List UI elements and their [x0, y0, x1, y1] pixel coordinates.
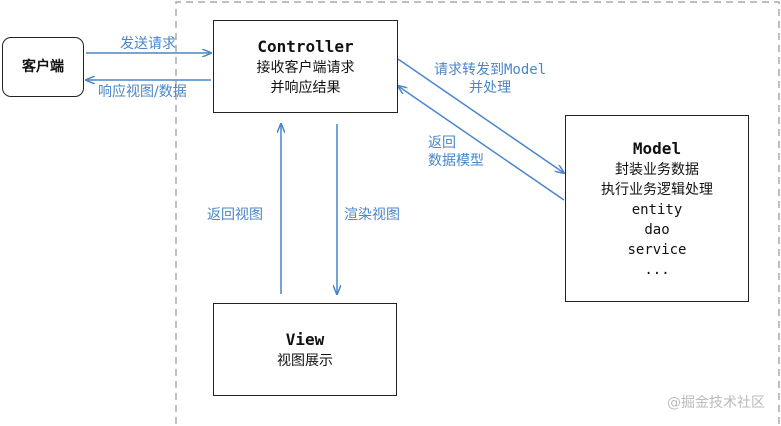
watermark: @掘金技术社区 [667, 395, 765, 411]
server-boundary [175, 1, 780, 424]
label-return-model-line1: 返回 [428, 135, 456, 151]
label-forward-to-model: 请求转发到Model 并处理 [434, 61, 546, 97]
view-line-1: 视图展示 [277, 352, 333, 369]
controller-title: Controller [257, 36, 354, 56]
label-forward-line1-prefix: 请求转发到 [434, 62, 504, 78]
view-node: View 视图展示 [213, 303, 397, 396]
controller-line-1: 接收客户端请求 [256, 59, 355, 76]
model-node: Model 封装业务数据 执行业务逻辑处理 entity dao service… [565, 115, 749, 302]
arrow-return-model [398, 86, 565, 201]
client-title: 客户端 [22, 59, 64, 75]
label-send-request: 发送请求 [120, 36, 176, 52]
label-render-view: 渲染视图 [344, 207, 400, 223]
model-ellipsis: ... [644, 261, 670, 278]
label-respond: 响应视图/数据 [98, 84, 187, 100]
model-entity: entity [631, 201, 683, 218]
controller-line-2: 并响应结果 [270, 79, 341, 96]
client-node: 客户端 [2, 37, 84, 97]
label-return-model-line2: 数据模型 [428, 153, 484, 169]
model-line-2: 执行业务逻辑处理 [601, 181, 713, 198]
model-service: service [627, 241, 687, 258]
label-forward-line1-model: Model [504, 62, 547, 78]
model-dao: dao [644, 221, 670, 238]
model-title: Model [632, 138, 682, 158]
model-line-1: 封装业务数据 [615, 161, 699, 178]
label-return-model: 返回 数据模型 [428, 134, 484, 170]
label-return-view: 返回视图 [207, 207, 263, 223]
view-title: View [285, 329, 325, 349]
controller-node: Controller 接收客户端请求 并响应结果 [213, 20, 398, 113]
arrow-forward-to-model [397, 58, 564, 173]
label-forward-line2: 并处理 [469, 80, 512, 96]
